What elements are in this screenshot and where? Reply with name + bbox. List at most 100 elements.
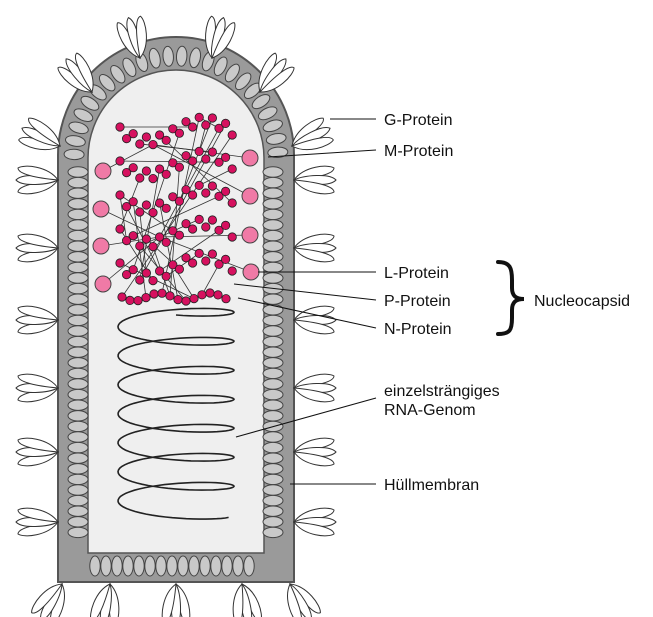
- m-protein-oval: [263, 527, 283, 537]
- n-protein-bead: [149, 276, 157, 284]
- m-protein-oval: [263, 464, 283, 474]
- n-protein-bead: [158, 289, 166, 297]
- m-protein-oval: [263, 347, 283, 357]
- m-protein-oval: [101, 556, 111, 576]
- m-protein-oval: [68, 347, 88, 357]
- n-protein-bead: [195, 215, 203, 223]
- label-membrane: Hüllmembran: [384, 477, 479, 494]
- n-protein-bead: [188, 259, 196, 267]
- n-protein-bead: [116, 259, 124, 267]
- m-protein-oval: [263, 199, 283, 209]
- g-protein-spike: [294, 374, 336, 402]
- n-protein-bead: [228, 267, 236, 275]
- l-protein-circle: [243, 264, 259, 280]
- n-protein-bead: [202, 155, 210, 163]
- m-protein-oval: [123, 556, 133, 576]
- m-protein-oval: [263, 188, 283, 198]
- m-protein-oval: [263, 485, 283, 495]
- g-protein-spike: [294, 234, 336, 262]
- n-protein-bead: [116, 157, 124, 165]
- n-protein-bead: [206, 289, 214, 297]
- n-protein-bead: [129, 130, 137, 138]
- n-protein-bead: [175, 231, 183, 239]
- m-protein-oval: [263, 495, 283, 505]
- m-protein-oval: [68, 177, 88, 187]
- m-protein-oval: [263, 273, 283, 283]
- m-protein-oval: [68, 495, 88, 505]
- m-protein-oval: [244, 556, 254, 576]
- m-protein-oval: [68, 368, 88, 378]
- n-protein-bead: [188, 123, 196, 131]
- m-protein-oval: [68, 400, 88, 410]
- n-protein-bead: [129, 232, 137, 240]
- m-protein-oval: [68, 252, 88, 262]
- m-protein-oval: [68, 411, 88, 421]
- m-protein-oval: [68, 262, 88, 272]
- n-protein-bead: [166, 292, 174, 300]
- n-protein-bead: [208, 148, 216, 156]
- m-protein-oval: [263, 379, 283, 389]
- n-protein-bead: [142, 167, 150, 175]
- m-protein-oval: [68, 241, 88, 251]
- n-protein-bead: [149, 140, 157, 148]
- g-protein-spike: [16, 234, 58, 262]
- n-protein-bead: [174, 295, 182, 303]
- g-protein-spike: [294, 438, 336, 466]
- n-protein-bead: [175, 163, 183, 171]
- n-protein-bead: [208, 114, 216, 122]
- l-protein-circle: [242, 227, 258, 243]
- n-protein-bead: [175, 197, 183, 205]
- n-protein-bead: [126, 296, 134, 304]
- label-p-protein: P-Protein: [384, 293, 451, 310]
- g-protein-spike: [162, 584, 190, 617]
- label-g-protein: G-Protein: [384, 112, 452, 129]
- m-protein-oval: [263, 294, 283, 304]
- m-protein-oval: [263, 177, 283, 187]
- m-protein-oval: [263, 517, 283, 527]
- n-protein-bead: [195, 249, 203, 257]
- n-protein-bead: [136, 208, 144, 216]
- m-protein-oval: [68, 379, 88, 389]
- g-protein-spike: [16, 508, 58, 536]
- m-protein-oval: [68, 230, 88, 240]
- n-protein-bead: [202, 189, 210, 197]
- g-protein-spike: [278, 577, 323, 617]
- n-protein-bead: [228, 199, 236, 207]
- n-protein-bead: [195, 147, 203, 155]
- label-genome-line2: RNA-Genom: [384, 402, 476, 419]
- m-protein-oval: [68, 167, 88, 177]
- n-protein-bead: [195, 113, 203, 121]
- m-protein-oval: [68, 421, 88, 431]
- m-protein-oval: [263, 453, 283, 463]
- l-protein-circle: [95, 276, 111, 292]
- n-protein-bead: [149, 242, 157, 250]
- m-protein-oval: [68, 294, 88, 304]
- g-protein-spike: [294, 306, 336, 334]
- m-protein-oval: [263, 262, 283, 272]
- m-protein-oval: [263, 252, 283, 262]
- m-protein-oval: [68, 305, 88, 315]
- m-protein-oval: [200, 556, 210, 576]
- n-protein-bead: [142, 235, 150, 243]
- m-protein-oval: [263, 230, 283, 240]
- m-protein-oval: [263, 442, 283, 452]
- m-protein-oval: [263, 241, 283, 251]
- m-protein-oval: [211, 556, 221, 576]
- m-protein-oval: [263, 336, 283, 346]
- n-protein-bead: [188, 157, 196, 165]
- n-protein-bead: [134, 296, 142, 304]
- g-protein-spike: [16, 306, 58, 334]
- g-protein-spike: [228, 582, 263, 617]
- n-protein-bead: [136, 174, 144, 182]
- m-protein-oval: [68, 199, 88, 209]
- m-protein-oval: [68, 464, 88, 474]
- l-protein-circle: [93, 238, 109, 254]
- g-protein-spike: [29, 577, 74, 617]
- n-protein-bead: [221, 255, 229, 263]
- n-protein-bead: [142, 133, 150, 141]
- n-protein-bead: [116, 123, 124, 131]
- n-protein-bead: [129, 266, 137, 274]
- l-protein-circle: [93, 201, 109, 217]
- n-protein-bead: [214, 291, 222, 299]
